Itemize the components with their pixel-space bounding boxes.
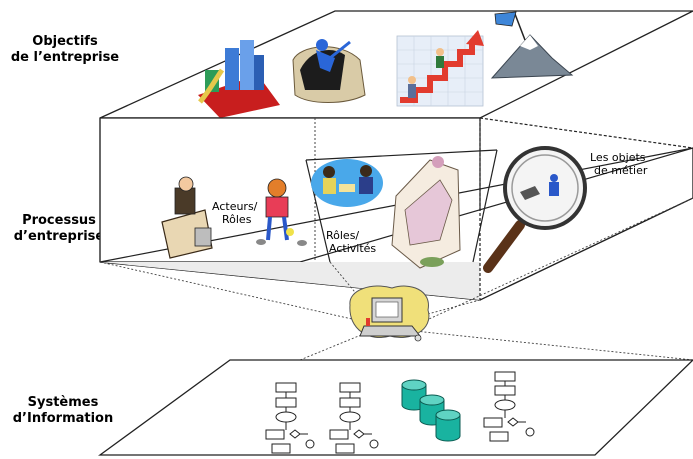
information-systems-plane bbox=[98, 359, 693, 456]
objectives-plane bbox=[99, 10, 693, 119]
layer-label-objectives: Objectifs de l’entreprise bbox=[10, 34, 120, 65]
building-growth-icon bbox=[198, 40, 280, 118]
magnifying-glass-icon bbox=[483, 146, 587, 273]
layer-label-processes: Processus d’entreprise bbox=[13, 213, 105, 244]
process-label-roles-activities: Rôles/ Activités bbox=[326, 229, 376, 255]
handshake-meeting-icon bbox=[311, 159, 383, 207]
flowchart-3-icon bbox=[483, 371, 535, 442]
desk-worker-icon bbox=[161, 176, 213, 259]
layer-label-information-systems: Systèmes d’Information bbox=[12, 395, 114, 426]
process-label-business-objects: Les objets de métier bbox=[590, 151, 649, 177]
staircase-arrow-icon bbox=[396, 30, 484, 107]
flowchart-2-icon bbox=[329, 382, 379, 454]
process-label-actors-roles: Acteurs/ Rôles bbox=[212, 200, 261, 226]
climber-icon bbox=[292, 39, 366, 103]
computer-icon bbox=[349, 285, 430, 342]
paperwork-pile-icon bbox=[391, 156, 461, 269]
projection-lines bbox=[99, 197, 693, 361]
mountain-flag-icon bbox=[490, 11, 574, 79]
database-cylinders-icon bbox=[401, 379, 461, 442]
clown-actor-icon bbox=[256, 178, 307, 246]
flowchart-1-icon bbox=[265, 382, 315, 454]
